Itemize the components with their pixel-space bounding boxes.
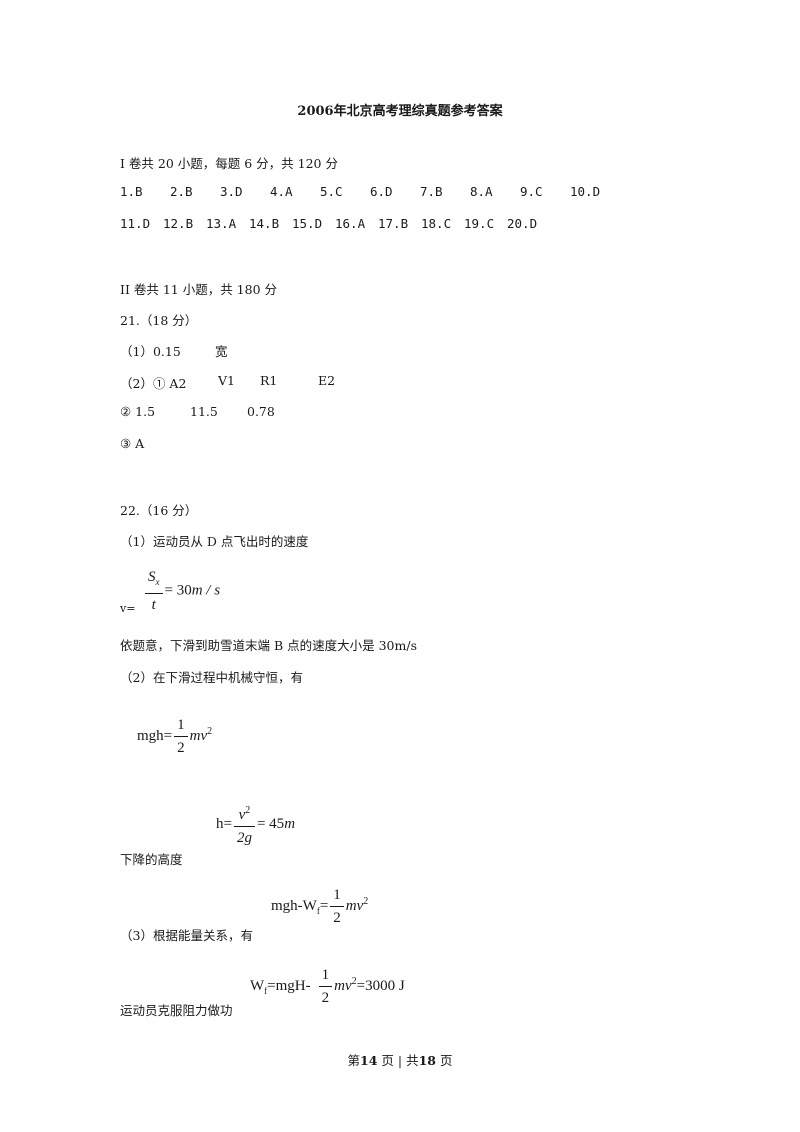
eq3-numerator: v (238, 807, 246, 823)
q22-step1: （1）运动员从 D 点飞出时的速度 (120, 534, 309, 549)
eq4-numerator: 1 (330, 886, 344, 907)
eq1-numerator: S (148, 569, 156, 585)
q21-line3-b: 11.5 (190, 404, 218, 419)
q21-line3-a: ② 1.5 (120, 404, 156, 419)
q21-heading: 21.（18 分） (120, 313, 198, 328)
answer-1: 1.B (120, 184, 143, 199)
eq3-unit: m (284, 815, 296, 832)
q21-line2-e2: E2 (318, 373, 336, 388)
eq4-eq: = (319, 897, 329, 914)
footer-mid: 页 | 共 (381, 1053, 419, 1068)
answer-7: 7.B (420, 184, 443, 199)
q22-step3: （2）在下滑过程中机械守恒，有 (120, 670, 303, 685)
part2-header: II 卷共 11 小题，共 180 分 (120, 282, 278, 297)
eq1-prefix: v= (120, 602, 136, 615)
answer-6: 6.D (370, 184, 393, 199)
eq1-numerator-sub: x (155, 577, 160, 587)
answer-20: 20.D (507, 216, 538, 231)
answer-13: 13.A (206, 216, 237, 231)
eq5-rhs: mv (334, 977, 352, 994)
eq5-sub: f (264, 985, 268, 996)
q22-step2: 依题意，下滑到助雪道末端 B 点的速度大小是 30m/s (120, 638, 417, 653)
q21-line2-label: （2）① A2 (120, 376, 187, 391)
equation-velocity: Sx t = 30m / s (143, 568, 220, 614)
part1-header: I 卷共 20 小题，每题 6 分，共 120 分 (120, 156, 338, 171)
eq4-sub: f (316, 905, 320, 916)
eq5-numerator: 1 (318, 966, 333, 987)
answer-16: 16.A (335, 216, 366, 231)
eq5-mid: =mgH- (267, 977, 311, 994)
eq5-denominator: 2 (321, 990, 330, 1006)
equation-energy-conservation: mgh= 1 2 mv2 (137, 716, 213, 756)
eq2-numerator: 1 (174, 716, 188, 737)
footer-suffix: 页 (439, 1053, 453, 1068)
q21-line2-r1: R1 (260, 373, 278, 388)
eq4-rhs: mv (345, 897, 364, 914)
answer-9: 9.C (520, 184, 543, 199)
equation-friction-work: Wf=mgH- 1 2 mv2=3000 J (250, 966, 405, 1006)
eq5-result: =3000 J (356, 977, 405, 994)
equation-work-energy: mgh-Wf= 1 2 mv2 (271, 886, 369, 926)
eq2-denominator: 2 (177, 740, 185, 756)
answer-4: 4.A (270, 184, 293, 199)
q21-line1-label: （1）0.15 (120, 344, 181, 359)
q22-step5: （3）根据能量关系，有 (120, 928, 253, 943)
footer-total-pages: 18 (418, 1053, 436, 1068)
answer-18: 18.C (421, 216, 452, 231)
q21-line4: ③ A (120, 436, 145, 451)
answer-15: 15.D (292, 216, 323, 231)
eq3-denominator: 2g (236, 830, 252, 846)
eq2-rhs: mv (189, 727, 208, 744)
answer-8: 8.A (470, 184, 493, 199)
footer-page-number: 14 (360, 1053, 378, 1068)
answer-5: 5.C (320, 184, 343, 199)
answer-2: 2.B (170, 184, 193, 199)
answer-17: 17.B (378, 216, 409, 231)
eq1-unit: m / s (191, 582, 221, 599)
answer-10: 10.D (570, 184, 601, 199)
page-footer: 第14 页 | 共18 页 (0, 1050, 800, 1069)
eq1-rhs: = 30 (164, 582, 192, 599)
eq5-lhs: W (250, 977, 265, 994)
answer-19: 19.C (464, 216, 495, 231)
q22-heading: 22.（16 分） (120, 503, 198, 518)
q21-line2-v1: V1 (218, 373, 235, 388)
eq4-lhs: mgh-W (271, 897, 317, 914)
equation-height: h= v2 2g = 45m (216, 802, 295, 847)
q22-step6: 运动员克服阻力做功 (120, 1003, 233, 1018)
footer-prefix: 第 (347, 1053, 361, 1068)
answer-14: 14.B (249, 216, 280, 231)
q21-line3-c: 0.78 (247, 404, 275, 419)
answer-11: 11.D (120, 216, 151, 231)
eq1-denominator: t (151, 597, 156, 613)
eq4-denominator: 2 (333, 910, 341, 926)
eq3-rhs: = 45 (256, 815, 285, 832)
answer-12: 12.B (163, 216, 194, 231)
page-title: 2006年北京高考理综真题参考答案 (297, 104, 503, 119)
q22-step4: 下降的高度 (120, 852, 183, 867)
answer-3: 3.D (220, 184, 243, 199)
eq3-lhs: h= (216, 815, 232, 832)
eq2-lhs: mgh= (137, 727, 173, 744)
q21-line1-answer: 宽 (215, 344, 228, 359)
